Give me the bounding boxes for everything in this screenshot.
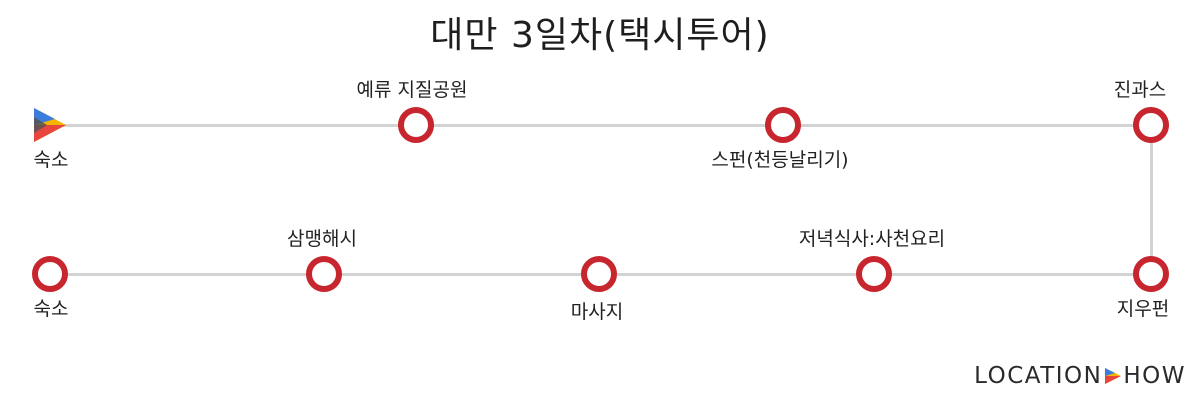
start-icon-red	[34, 125, 66, 142]
stop-end-home[interactable]	[32, 256, 68, 292]
brand-logo: LOCATION HOW	[974, 362, 1186, 390]
label-massage: 마사지	[570, 301, 624, 323]
stop-massage[interactable]	[581, 256, 617, 292]
label-end-home: 숙소	[33, 298, 69, 320]
route-line-right	[1150, 125, 1153, 275]
label-shifen: 스펀(천등날리기)	[711, 149, 849, 171]
stop-shifen[interactable]	[765, 107, 801, 143]
label-jiufen: 지우펀	[1116, 298, 1170, 320]
label-dinner: 저녁식사:사천요리	[798, 228, 946, 250]
label-start-home: 숙소	[33, 149, 69, 171]
start-icon-dark	[34, 117, 47, 133]
stop-jiufen[interactable]	[1133, 256, 1169, 292]
brand-text-left: LOCATION	[974, 363, 1103, 389]
page-title: 대만 3일차(택시투어)	[430, 15, 770, 56]
stop-dinner[interactable]	[856, 256, 892, 292]
stop-yeliu[interactable]	[398, 107, 434, 143]
brand-arrow-icon	[1105, 368, 1122, 384]
brand-text-right: HOW	[1123, 363, 1186, 389]
label-yeliu: 예류 지질공원	[356, 79, 468, 101]
route-line-top	[50, 124, 1152, 127]
start-play-icon[interactable]	[33, 108, 67, 142]
stop-jinguashi[interactable]	[1133, 107, 1169, 143]
stop-sammaeng[interactable]	[306, 256, 342, 292]
label-jinguashi: 진과스	[1113, 79, 1167, 101]
label-sammaeng: 삼맹해시	[287, 228, 357, 250]
